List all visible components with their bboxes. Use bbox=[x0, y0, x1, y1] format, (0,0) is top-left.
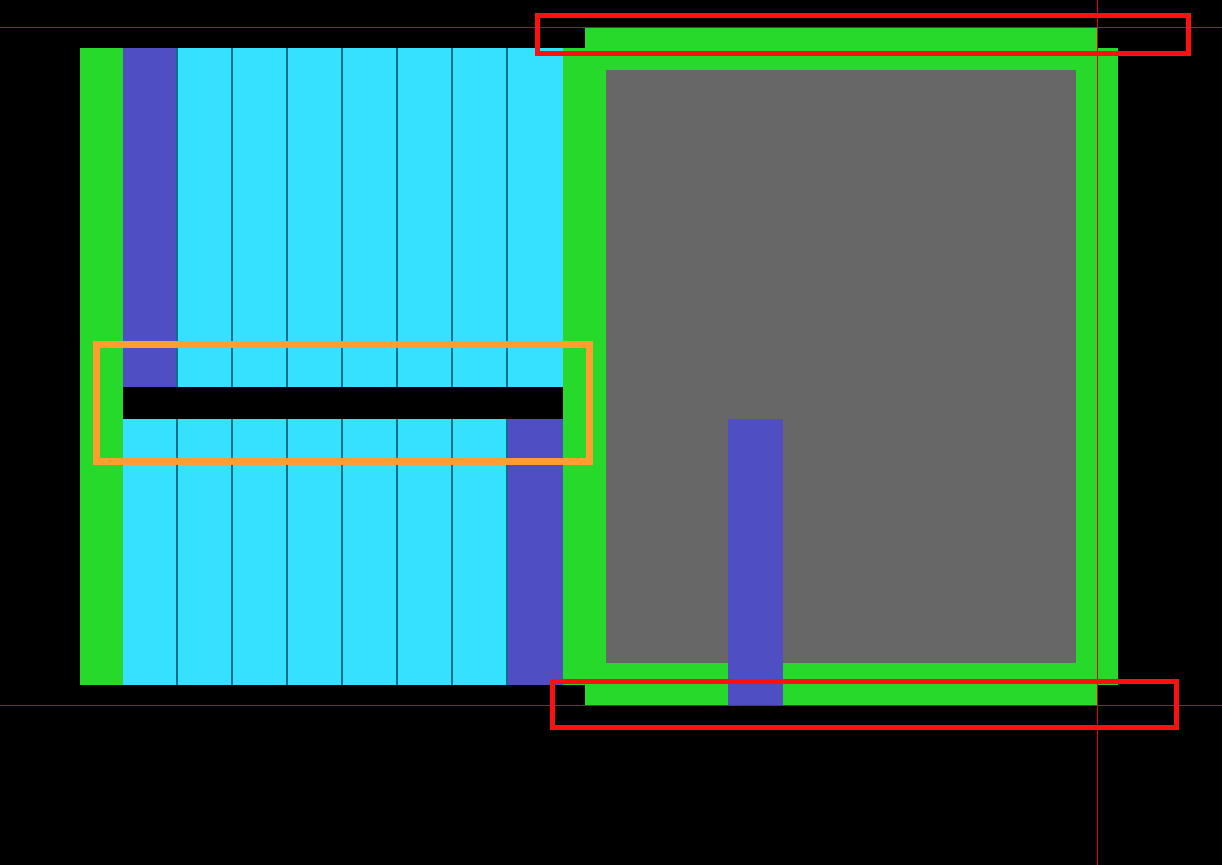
vertical-guide-line bbox=[1097, 0, 1098, 865]
row-gap bbox=[123, 387, 563, 419]
right-frame-top-tab bbox=[585, 28, 1097, 50]
horizontal-guide-line-bottom bbox=[0, 705, 1222, 706]
horizontal-guide-line-top bbox=[0, 27, 1222, 28]
upper-row-cell-5 bbox=[343, 48, 398, 387]
left-frame-strip bbox=[80, 48, 124, 685]
upper-row-cell-8 bbox=[508, 48, 563, 387]
upper-row-cell-6 bbox=[398, 48, 453, 387]
red-marker-top bbox=[535, 13, 1191, 56]
upper-cell-row bbox=[123, 48, 563, 387]
upper-row-cell-2 bbox=[178, 48, 233, 387]
right-frame-bottom-tab bbox=[585, 684, 1097, 705]
red-marker-bottom bbox=[550, 679, 1179, 730]
orange-marker-gap bbox=[93, 341, 593, 465]
upper-row-cell-4 bbox=[288, 48, 343, 387]
upper-row-cell-1 bbox=[123, 48, 178, 387]
inner-panel bbox=[606, 70, 1076, 663]
upper-row-cell-7 bbox=[453, 48, 508, 387]
vertical-highlight-strip bbox=[728, 419, 783, 705]
upper-row-cell-3 bbox=[233, 48, 288, 387]
